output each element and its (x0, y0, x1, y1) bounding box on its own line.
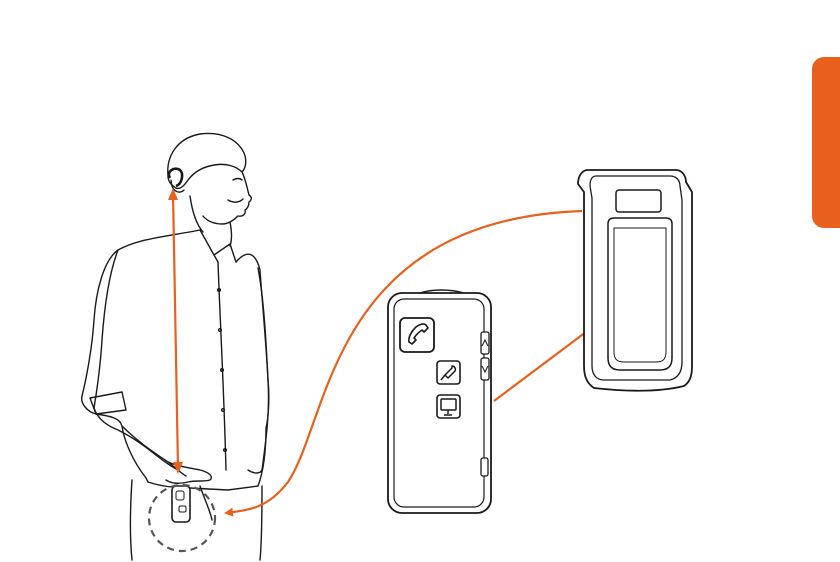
volume-down-button (481, 358, 489, 380)
belt-clip-holder (578, 170, 692, 391)
jeans (131, 480, 133, 560)
eye (233, 179, 242, 181)
arm (94, 250, 118, 408)
remote-device (388, 290, 491, 513)
mouth (228, 199, 243, 202)
volume-up-button (481, 332, 489, 354)
face (203, 172, 251, 224)
